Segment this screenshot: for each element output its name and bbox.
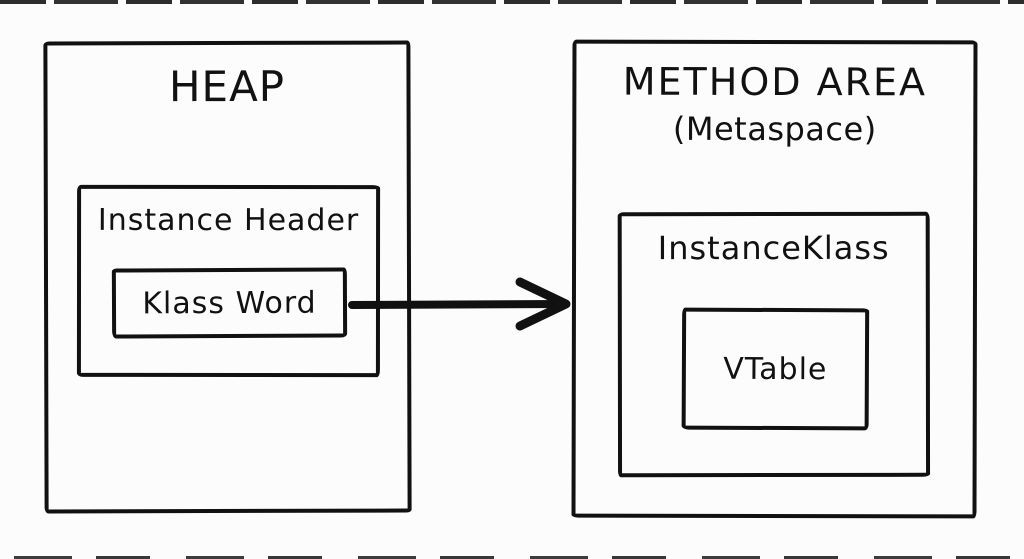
instance-header-box: Instance Header Klass Word <box>76 184 381 378</box>
heap-title: HEAP <box>168 61 286 112</box>
method-area-box: METHOD AREA (Metaspace) InstanceKlass VT… <box>571 39 978 519</box>
vtable-label: VTable <box>723 351 828 387</box>
instance-klass-label: InstanceKlass <box>657 228 890 268</box>
instance-header-label: Instance Header <box>97 202 360 239</box>
vtable-box: VTable <box>681 307 870 431</box>
top-crop-artifact <box>0 0 1024 4</box>
heap-box: HEAP Instance Header Klass Word <box>43 40 412 514</box>
klass-word-label: Klass Word <box>142 285 317 321</box>
method-area-subtitle: (Metaspace) <box>672 109 877 149</box>
instance-klass-box: InstanceKlass VTable <box>617 211 931 478</box>
klass-word-box: Klass Word <box>111 267 348 339</box>
method-area-title: METHOD AREA <box>622 59 928 105</box>
